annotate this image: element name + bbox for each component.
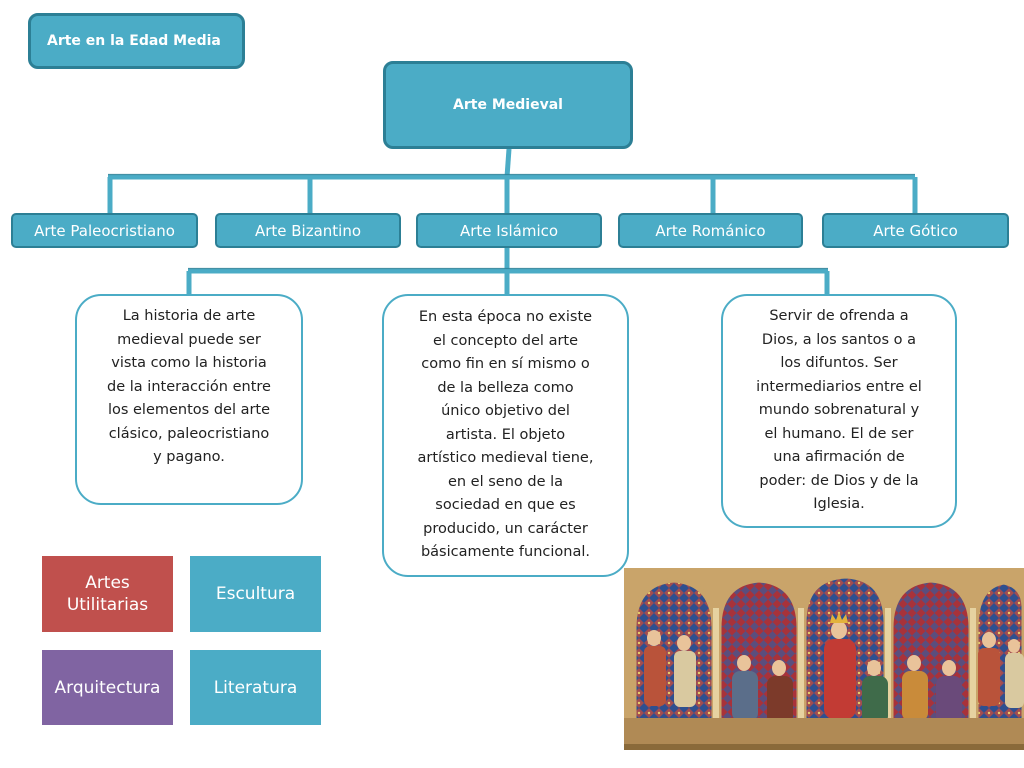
root-node: Arte Medieval — [383, 61, 633, 149]
description-text: La historia de arte medieval puede ser v… — [107, 308, 271, 466]
tile-literatura: Literatura — [190, 650, 321, 725]
branch-label: Arte Paleocristiano — [34, 221, 175, 240]
description-card-2: En esta época no existe el concepto del … — [382, 294, 629, 577]
branch-label: Arte Románico — [655, 221, 766, 240]
tile-artes-utilitarias: Artes Utilitarias — [42, 556, 173, 632]
branch-label: Arte Bizantino — [254, 221, 362, 240]
medieval-painting-image — [624, 568, 1024, 750]
branch-arte-islamico: Arte Islámico — [416, 213, 602, 248]
tile-arquitectura: Arquitectura — [42, 650, 173, 725]
painting-svg — [624, 568, 1024, 750]
page-title: Arte en la Edad Media — [28, 13, 245, 69]
branch-arte-bizantino: Arte Bizantino — [215, 213, 401, 248]
branch-label: Arte Islámico — [459, 221, 559, 240]
page-title-text: Arte en la Edad Media — [47, 33, 221, 49]
description-text: En esta época no existe el concepto del … — [417, 309, 594, 561]
branch-arte-romanico: Arte Románico — [618, 213, 803, 248]
tile-escultura: Escultura — [190, 556, 321, 632]
description-card-3: Servir de ofrenda a Dios, a los santos o… — [721, 294, 957, 528]
branch-label: Arte Gótico — [873, 221, 958, 240]
description-card-1: La historia de arte medieval puede ser v… — [75, 294, 303, 505]
branch-arte-paleocristiano: Arte Paleocristiano — [11, 213, 198, 248]
branch-arte-gotico: Arte Gótico — [822, 213, 1009, 248]
root-node-label: Arte Medieval — [453, 97, 563, 113]
description-text: Servir de ofrenda a Dios, a los santos o… — [756, 308, 922, 513]
